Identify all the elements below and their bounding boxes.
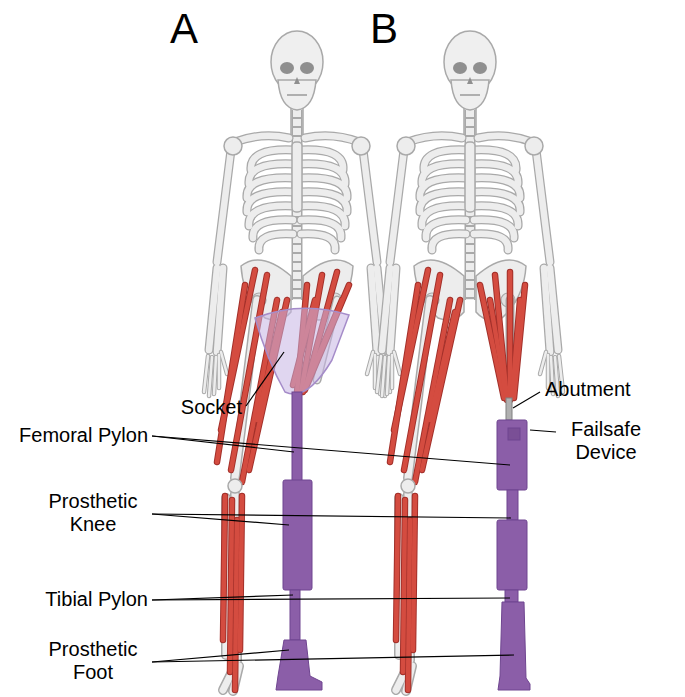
panel-letter: A [170, 6, 198, 52]
part-label: Prosthetic Foot [37, 638, 149, 684]
part-label: Failsafe Device [560, 418, 652, 464]
part-label: Tibial Pylon [45, 588, 148, 611]
part-label: Prosthetic Knee [37, 490, 149, 536]
panel-letter: B [370, 6, 398, 52]
part-label: Femoral Pylon [19, 424, 148, 447]
part-label: Socket [181, 396, 242, 419]
leader-lines [152, 352, 556, 662]
part-label: Abutment [545, 378, 631, 401]
